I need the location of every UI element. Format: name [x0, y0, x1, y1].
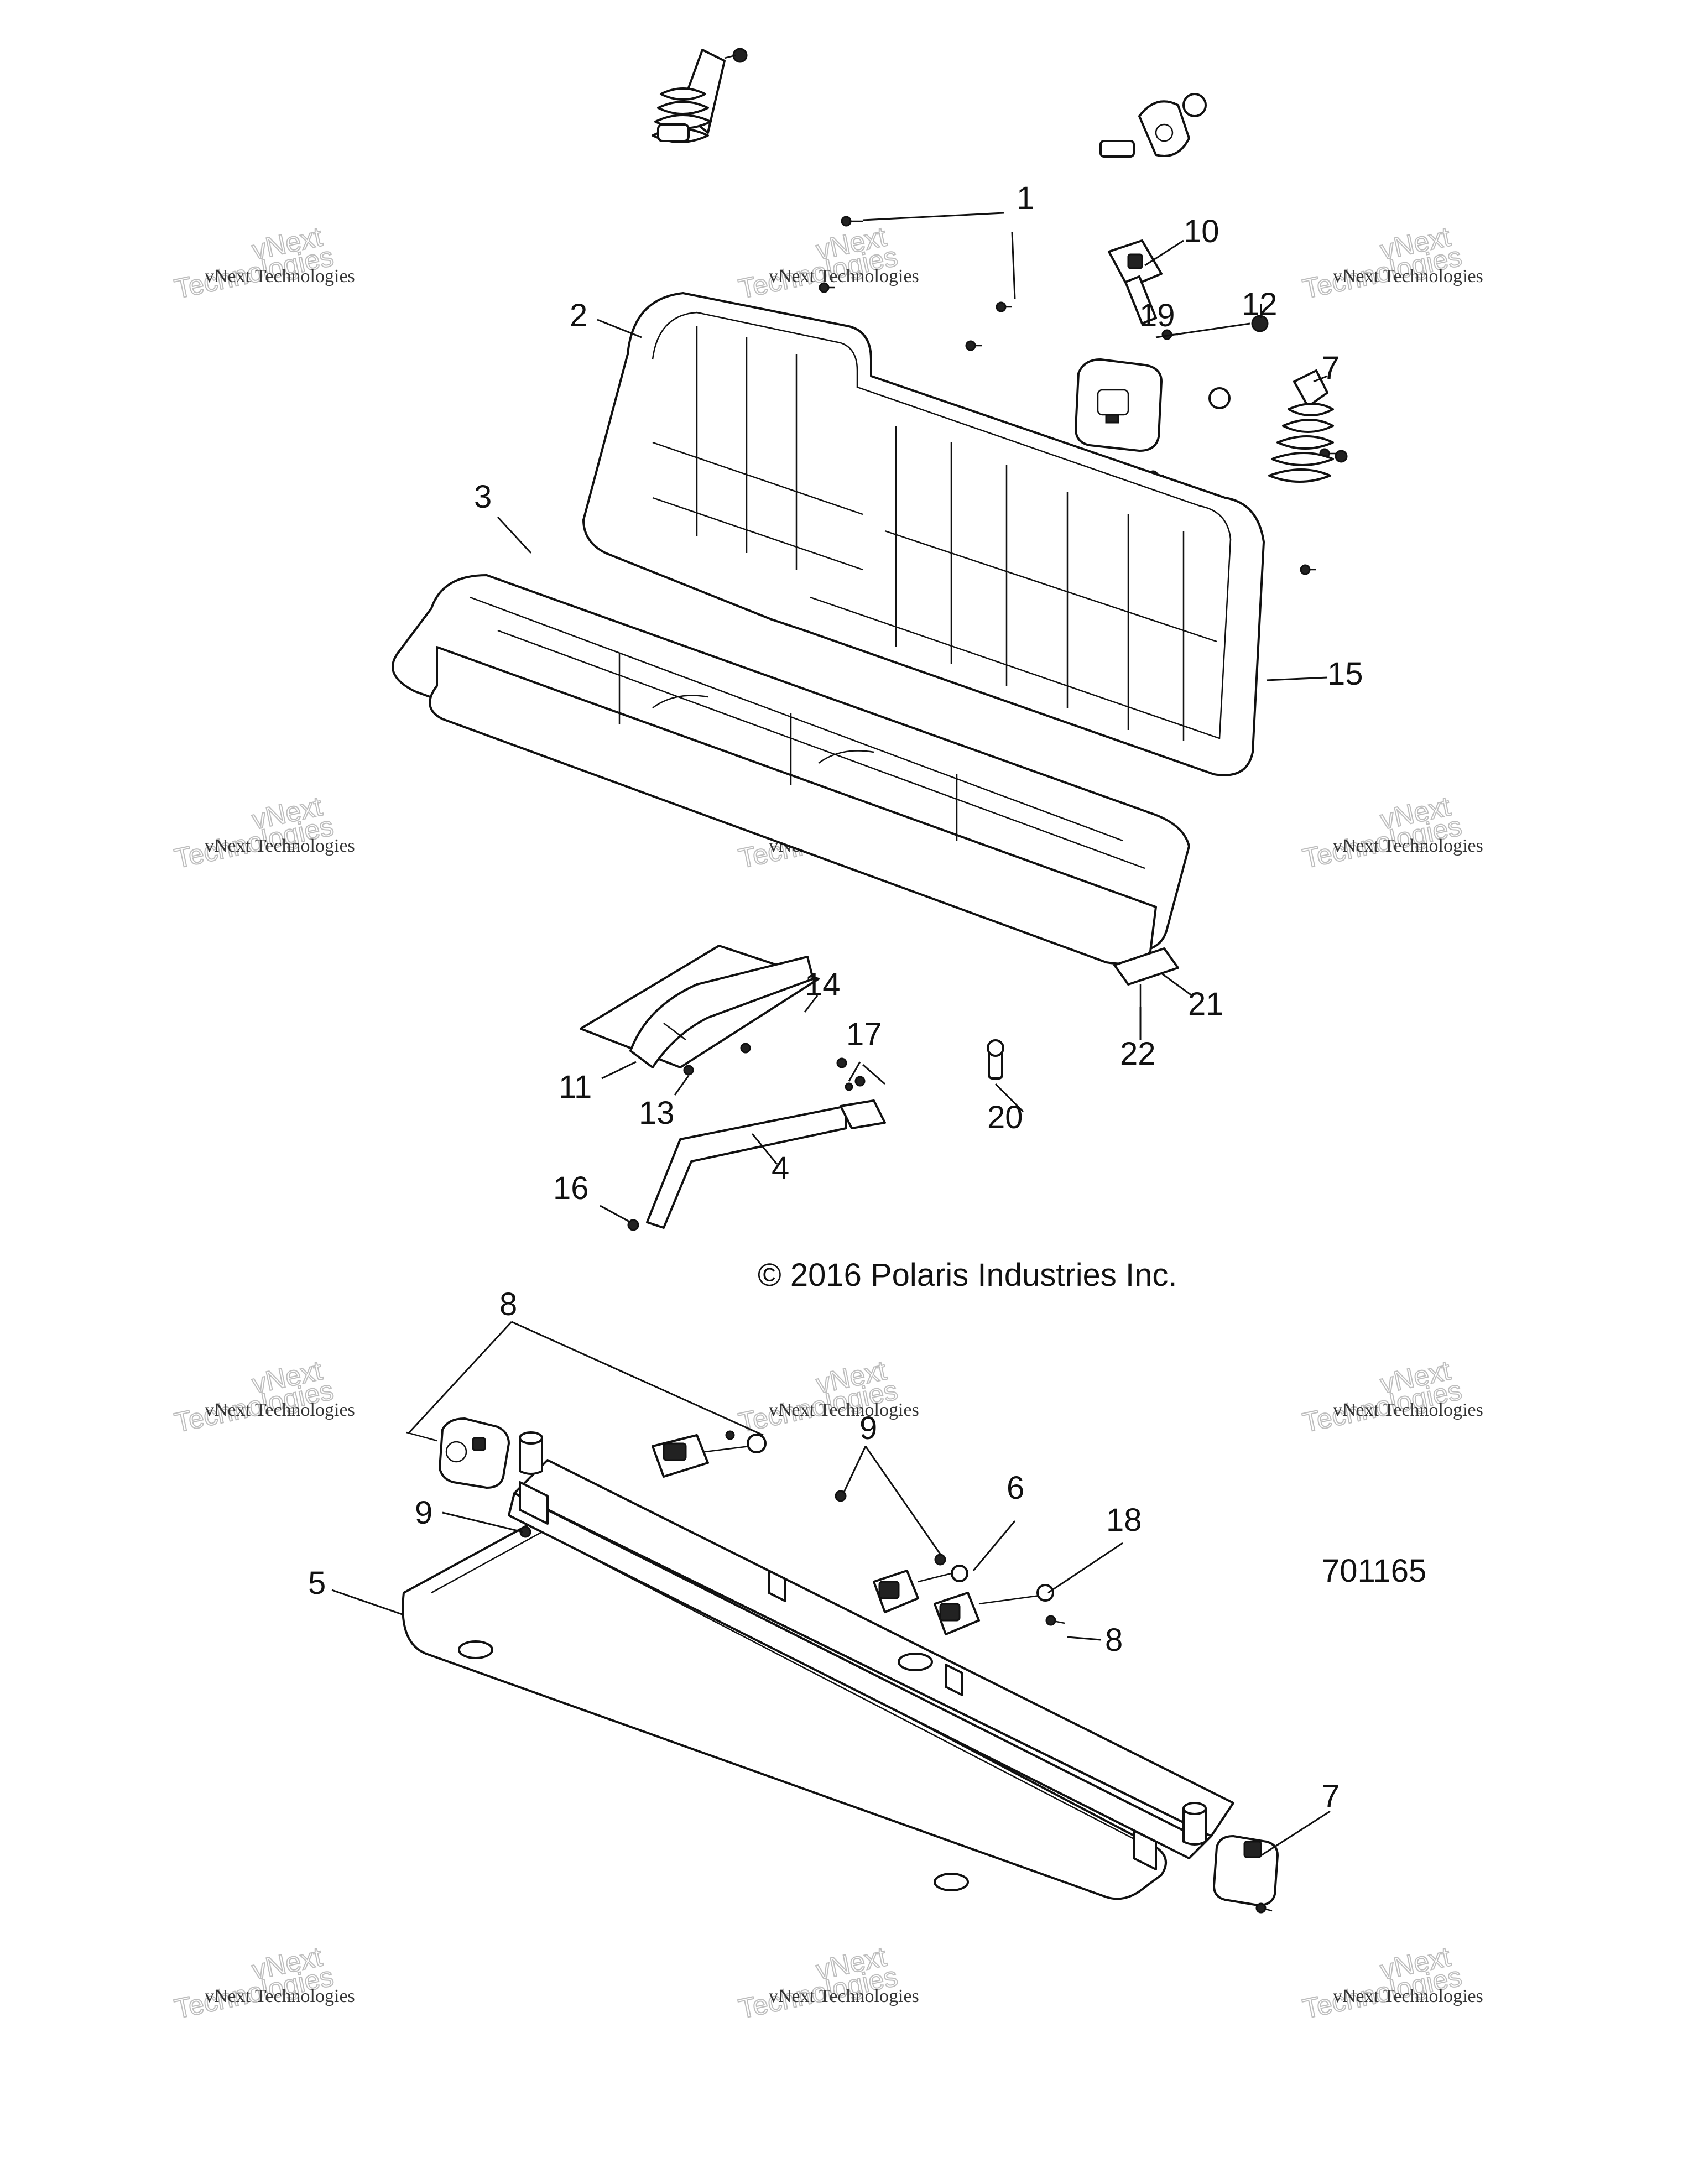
copyright-notice: © 2016 Polaris Industries Inc.: [758, 1257, 1177, 1293]
callout-7-bottom: 7: [1322, 1779, 1340, 1815]
callout-labels: 1 2 3 4 5 6 7 7 8 8 9 9 10 11 12 13 14 1…: [308, 180, 1363, 1815]
seat-bottom: [392, 574, 1190, 965]
callout-8-right: 8: [1105, 1622, 1123, 1658]
belt-buckle-center: [652, 1430, 767, 1478]
callout-9-left: 9: [415, 1495, 432, 1531]
callout-22: 22: [1120, 1036, 1156, 1072]
seat-cross-tube: [508, 1431, 1234, 1870]
watermark-text: vNext Technologies: [1333, 266, 1483, 286]
watermark: vNext Technologies vNext Technologies: [171, 1940, 355, 2025]
retractor-cover: [1075, 358, 1163, 452]
callout-13: 13: [639, 1095, 675, 1131]
belt-buckle-right: [519, 1490, 1065, 1635]
seat-support-bracket: [627, 1043, 886, 1231]
seat-belt-buckle: [1108, 239, 1163, 325]
callout-18: 18: [1106, 1502, 1142, 1538]
callout-1: 1: [1017, 180, 1034, 216]
pin-fastener: [987, 1039, 1004, 1080]
watermark-text: vNext Technologies: [205, 266, 355, 286]
belt-retractor-left: [406, 1417, 510, 1489]
seat-base-frame: [402, 1523, 1167, 1900]
watermark: vNext Technologies vNext Technologies: [1300, 1354, 1483, 1438]
callout-16: 16: [553, 1170, 589, 1206]
watermark-text: vNext Technologies: [205, 836, 355, 856]
callout-8-top: 8: [499, 1286, 517, 1322]
callout-7-top: 7: [1322, 350, 1340, 386]
watermark: vNext Technologies vNext Technologies: [171, 790, 355, 874]
watermark-text: vNext Technologies: [769, 1986, 919, 2006]
callout-6: 6: [1007, 1470, 1024, 1506]
watermark-text: vNext Technologies: [205, 1986, 355, 2006]
watermark: vNext Technologies vNext Technologies: [736, 1354, 919, 1438]
latch-plate: [1113, 947, 1179, 1007]
watermark: vNext Technologies vNext Technologies: [1300, 1940, 1483, 2025]
seat-back: [582, 292, 1265, 776]
anchor-bracket: [1099, 93, 1207, 158]
watermark: vNext Technologies vNext Technologies: [1300, 220, 1483, 305]
watermark-text: vNext Technologies: [769, 266, 919, 286]
callout-11: 11: [559, 1069, 592, 1105]
callout-10: 10: [1184, 213, 1219, 249]
callout-12: 12: [1242, 286, 1278, 322]
watermark-text: vNext Technologies: [1333, 1400, 1483, 1420]
leader-lines: [331, 212, 1331, 1857]
belt-retractor-right: [1213, 1835, 1279, 1914]
seat-bracket-plate: [580, 945, 820, 1068]
callout-17: 17: [846, 1017, 882, 1052]
watermark: vNext Technologies vNext Technologies: [171, 220, 355, 305]
watermark-text: vNext Technologies: [769, 1400, 919, 1420]
callout-20: 20: [987, 1099, 1023, 1135]
callout-15: 15: [1327, 656, 1363, 692]
callout-21: 21: [1188, 986, 1224, 1022]
spring-boot-top-left: [652, 48, 748, 143]
watermark-text: vNext Technologies: [1333, 836, 1483, 856]
watermark-text: vNext Technologies: [1333, 1986, 1483, 2006]
watermark: vNext Technologies vNext Technologies: [736, 220, 919, 305]
watermark: vNext Technologies vNext Technologies: [736, 1940, 919, 2025]
spring-boot-right: [1268, 369, 1348, 483]
callout-2: 2: [570, 298, 587, 333]
watermark: vNext Technologies vNext Technologies: [171, 1354, 355, 1438]
callout-14: 14: [805, 967, 841, 1003]
watermark: vNext Technologies vNext Technologies: [1300, 790, 1483, 874]
watermark-text: vNext Technologies: [205, 1400, 355, 1420]
callout-9-top: 9: [859, 1410, 877, 1446]
callout-3: 3: [474, 479, 492, 515]
callout-4: 4: [772, 1150, 789, 1186]
callout-5: 5: [308, 1565, 326, 1601]
figure-number: 701165: [1322, 1553, 1426, 1589]
callout-19: 19: [1139, 298, 1175, 333]
